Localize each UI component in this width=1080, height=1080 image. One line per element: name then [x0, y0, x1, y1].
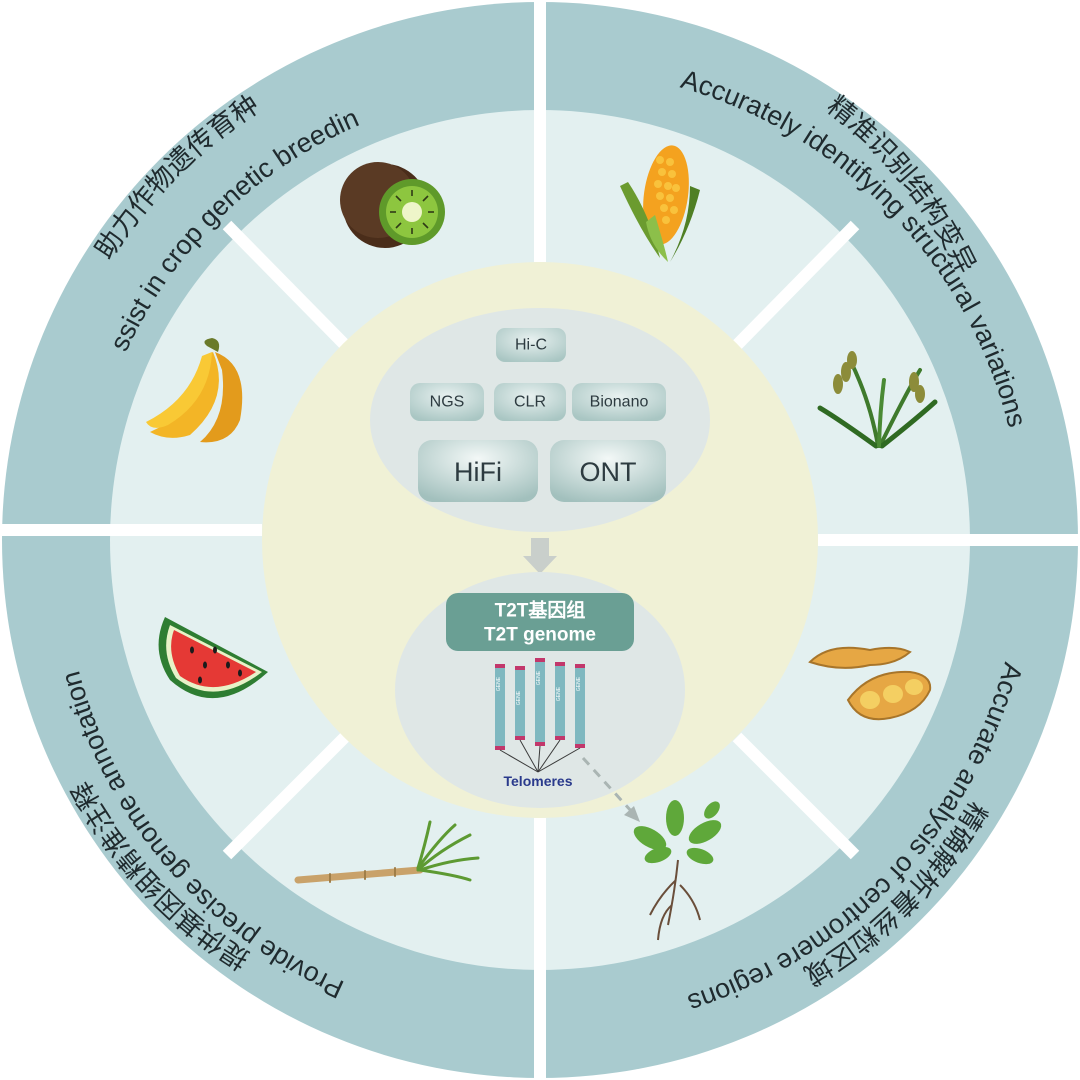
svg-text:T2T基因组: T2T基因组: [495, 599, 586, 622]
telomere-cap: [535, 658, 545, 662]
svg-text:T2T genome: T2T genome: [484, 625, 596, 646]
peanut-icon: [808, 646, 932, 721]
down-arrow-icon: [523, 538, 557, 574]
telomere-cap: [495, 746, 505, 750]
tech-ont: ONT: [550, 440, 666, 502]
telomere-pointer: [537, 747, 581, 773]
chromosome: [515, 666, 525, 740]
svg-text:Bionano: Bionano: [590, 394, 649, 411]
chromosomes: GENE GENE GENE GENE GENE: [495, 658, 585, 773]
banana-icon: [146, 338, 243, 443]
telomere-cap: [515, 666, 525, 670]
chromosome: [555, 662, 565, 740]
telomere-cap: [495, 664, 505, 668]
chromosome: [575, 664, 585, 748]
arabidopsis-icon: [633, 800, 722, 941]
telomere-pointer: [519, 739, 539, 773]
svg-text:CLR: CLR: [514, 394, 546, 411]
tech-clr: CLR: [494, 383, 566, 421]
svg-text:NGS: NGS: [430, 394, 465, 411]
t2t-genome-title: T2T基因组 T2T genome: [446, 593, 634, 651]
telomere-cap: [515, 736, 525, 740]
svg-text:ONT: ONT: [580, 457, 637, 487]
telomere-cap: [555, 662, 565, 666]
telomere-cap: [555, 736, 565, 740]
chromosome: [495, 664, 505, 750]
telomere-pointer: [537, 745, 541, 773]
kiwi-icon: [340, 162, 445, 248]
gene-tag: GENE: [556, 686, 562, 701]
chromosome: [535, 658, 545, 746]
svg-text:Hi-C: Hi-C: [515, 337, 547, 354]
gene-tag: GENE: [536, 670, 542, 685]
telomere-pointer: [537, 739, 561, 773]
telomere-cap: [575, 664, 585, 668]
corn-icon: [620, 145, 700, 262]
gene-tag: GENE: [576, 676, 582, 691]
telomere-cap: [575, 744, 585, 748]
telomere-cap: [535, 742, 545, 746]
svg-text:HiFi: HiFi: [454, 457, 502, 487]
tech-hifi: HiFi: [418, 440, 538, 502]
telomere-pointer: [499, 749, 539, 773]
dashed-arrow: [581, 756, 640, 822]
tech-hic: Hi-C: [496, 328, 566, 362]
rice-icon: [817, 351, 938, 449]
tech-bionano: Bionano: [572, 383, 666, 421]
gene-tag: GENE: [496, 676, 502, 691]
tech-ngs: NGS: [410, 383, 484, 421]
telomeres-label: Telomeres: [504, 773, 573, 789]
sugarcane-icon: [294, 820, 480, 884]
watermelon-icon: [158, 617, 268, 699]
gene-tag: GENE: [516, 690, 522, 705]
